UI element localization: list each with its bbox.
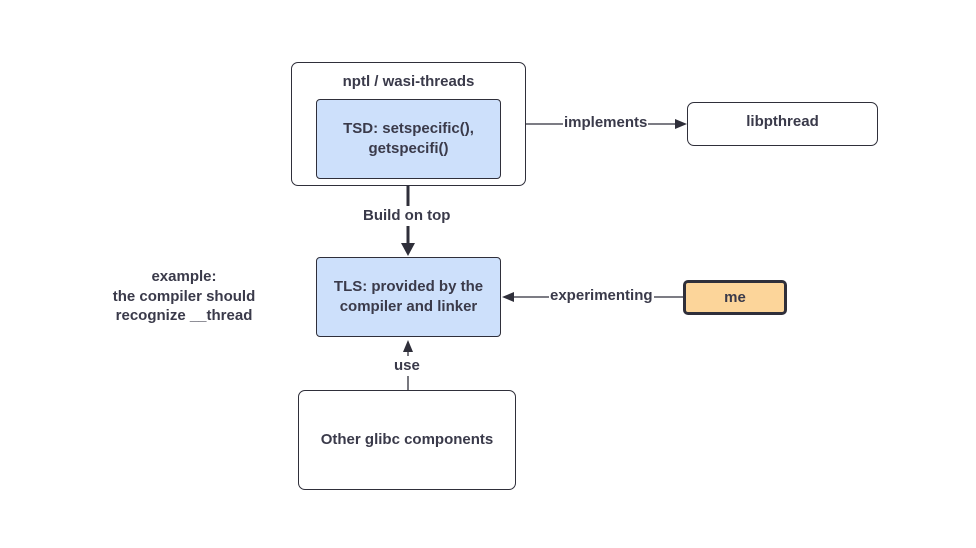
use-label: use: [393, 356, 421, 376]
glibc-components-node: Other glibc components: [298, 390, 516, 490]
libpthread-node-label: libpthread: [746, 113, 819, 130]
glibc-components-node-label: Other glibc components: [320, 431, 494, 448]
use-arrowhead: [403, 340, 413, 352]
tls-node-label: TLS: provided by the compiler and linker: [333, 278, 484, 315]
example-note-line-2: the compiler should: [112, 287, 256, 305]
implements-arrowhead: [675, 119, 687, 129]
experimenting-label: experimenting: [549, 286, 654, 306]
experimenting-arrowhead: [502, 292, 514, 302]
example-note-line-1: example:: [151, 268, 217, 285]
tsd-node-label: TSD: setspecific(), getspecifi(): [343, 120, 474, 157]
tsd-node: TSD: setspecific(), getspecifi(): [316, 99, 501, 179]
build-on-top-arrowhead: [401, 243, 415, 256]
example-note-line-3: recognize __thread: [115, 307, 253, 324]
me-node-label: me: [724, 288, 746, 306]
example-note: example: the compiler should recognize _…: [94, 267, 274, 326]
me-node: me: [683, 280, 787, 315]
libpthread-node: libpthread: [687, 102, 878, 146]
tls-node: TLS: provided by the compiler and linker: [316, 257, 501, 337]
implements-label: implements: [563, 113, 649, 133]
nptl-wasi-threads-title: nptl / wasi-threads: [342, 73, 475, 90]
build-on-top-label: Build on top: [362, 206, 452, 226]
